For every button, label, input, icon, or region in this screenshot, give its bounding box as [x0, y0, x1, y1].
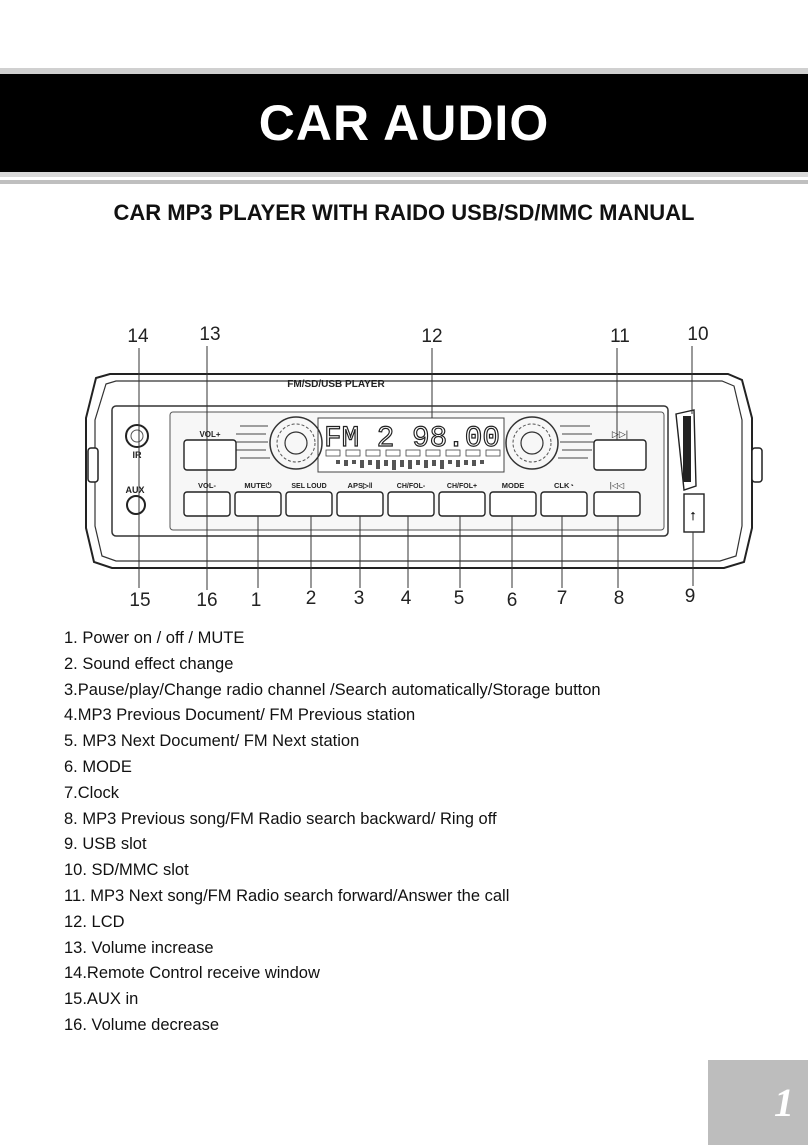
legend-item: 2. Sound effect change	[64, 654, 234, 673]
callout-16: 16	[196, 590, 217, 611]
next-track-button: ▷▷|	[593, 429, 647, 471]
ch-fol-minus-button: CH/FOL-	[387, 483, 435, 517]
car-stereo-diagram: 14 13 12 11 10 FM/SD/USB PLAYER IR AUX F…	[85, 324, 763, 611]
top-rule	[0, 68, 808, 74]
left-clip	[87, 447, 99, 483]
legend-item: 13. Volume increase	[64, 938, 214, 957]
lcd-spectrum	[336, 460, 484, 470]
parts-legend: 1. Power on / off / MUTE 2. Sound effect…	[64, 626, 784, 1039]
prev-track-label: |◁◁	[610, 481, 625, 490]
banner-rule	[0, 172, 808, 177]
legend-item: 15.AUX in	[64, 990, 139, 1009]
banner-rule-lower	[0, 180, 808, 184]
vol-plus-button: VOL+	[183, 430, 237, 471]
legend-item: 3.Pause/play/Change radio channel /Searc…	[64, 680, 601, 699]
mode-label: MODE	[502, 481, 525, 490]
aux-label: AUX	[125, 485, 144, 495]
clk-button: CLK◔	[540, 481, 588, 517]
callout-5: 5	[454, 588, 465, 609]
legend-item: 8. MP3 Previous song/FM Radio search bac…	[64, 809, 497, 828]
next-track-label: ▷▷|	[612, 429, 628, 439]
legend-item: 11. MP3 Next song/FM Radio search forwar…	[64, 886, 510, 905]
callout-15: 15	[129, 590, 150, 611]
legend-item: 5. MP3 Next Document/ FM Next station	[64, 732, 360, 751]
legend-item: 9. USB slot	[64, 835, 147, 854]
callout-2: 2	[306, 588, 317, 609]
unit-housing	[85, 373, 753, 569]
ch-fol-minus-label: CH/FOL-	[397, 483, 426, 490]
legend-item: 14.Remote Control receive window	[64, 964, 320, 983]
legend-item: 12. LCD	[64, 912, 125, 931]
legend-item: 16. Volume decrease	[64, 1015, 220, 1034]
page-number: 1	[708, 1060, 808, 1145]
ch-fol-plus-button: CH/FOL+	[438, 483, 486, 517]
right-knob-lines	[558, 425, 594, 459]
manual-subtitle: CAR MP3 PLAYER WITH RAIDO USB/SD/MMC MAN…	[113, 200, 695, 225]
legend-item: 10. SD/MMC slot	[64, 861, 189, 880]
aps-label: APS▷‖	[348, 481, 373, 490]
callout-4: 4	[401, 588, 412, 609]
right-volume-knob	[505, 416, 559, 470]
lcd-text: FM 2 98.00	[324, 422, 500, 456]
usb-slot: ⭠	[683, 493, 705, 533]
legend-item: 4.MP3 Previous Document/ FM Previous sta…	[64, 706, 416, 725]
legend-item: 7.Clock	[64, 783, 120, 802]
usb-symbol: ⭠	[687, 511, 701, 521]
right-clip	[751, 447, 763, 483]
button-panel-frame	[111, 405, 669, 537]
ir-window	[125, 424, 149, 448]
unit-housing-inner	[94, 380, 743, 562]
sel-loud-label: SEL LOUD	[291, 483, 326, 490]
mute-label: MUTE⏻	[244, 481, 272, 490]
sel-loud-button: SEL LOUD	[285, 483, 333, 517]
sd-mmc-slot	[675, 409, 697, 491]
clk-label: CLK◔	[554, 481, 574, 490]
callout-14: 14	[127, 326, 149, 347]
callout-11: 11	[610, 326, 630, 347]
callout-7: 7	[557, 588, 568, 609]
banner-title: CAR AUDIO	[0, 74, 808, 172]
callout-6: 6	[507, 590, 518, 611]
callout-9: 9	[685, 586, 696, 607]
vol-plus-label: VOL+	[199, 430, 220, 439]
callout-3: 3	[354, 588, 365, 609]
left-knob-lines	[234, 425, 270, 459]
left-volume-knob	[269, 416, 323, 470]
callout-10: 10	[687, 324, 708, 345]
prev-track-button: |◁◁	[593, 481, 641, 517]
mode-button: MODE	[489, 481, 537, 517]
legend-item: 1. Power on / off / MUTE	[64, 629, 245, 647]
lcd-indicators	[325, 449, 501, 457]
legend-item: 6. MODE	[64, 757, 132, 776]
callout-8: 8	[614, 588, 625, 609]
callout-12: 12	[421, 326, 442, 347]
faceplate-label: FM/SD/USB PLAYER	[287, 379, 385, 390]
leader-lines	[138, 346, 694, 590]
ch-fol-plus-label: CH/FOL+	[447, 483, 477, 490]
callout-13: 13	[199, 324, 220, 345]
callout-1: 1	[251, 590, 262, 611]
aux-port	[126, 495, 146, 515]
ir-label: IR	[133, 450, 143, 460]
